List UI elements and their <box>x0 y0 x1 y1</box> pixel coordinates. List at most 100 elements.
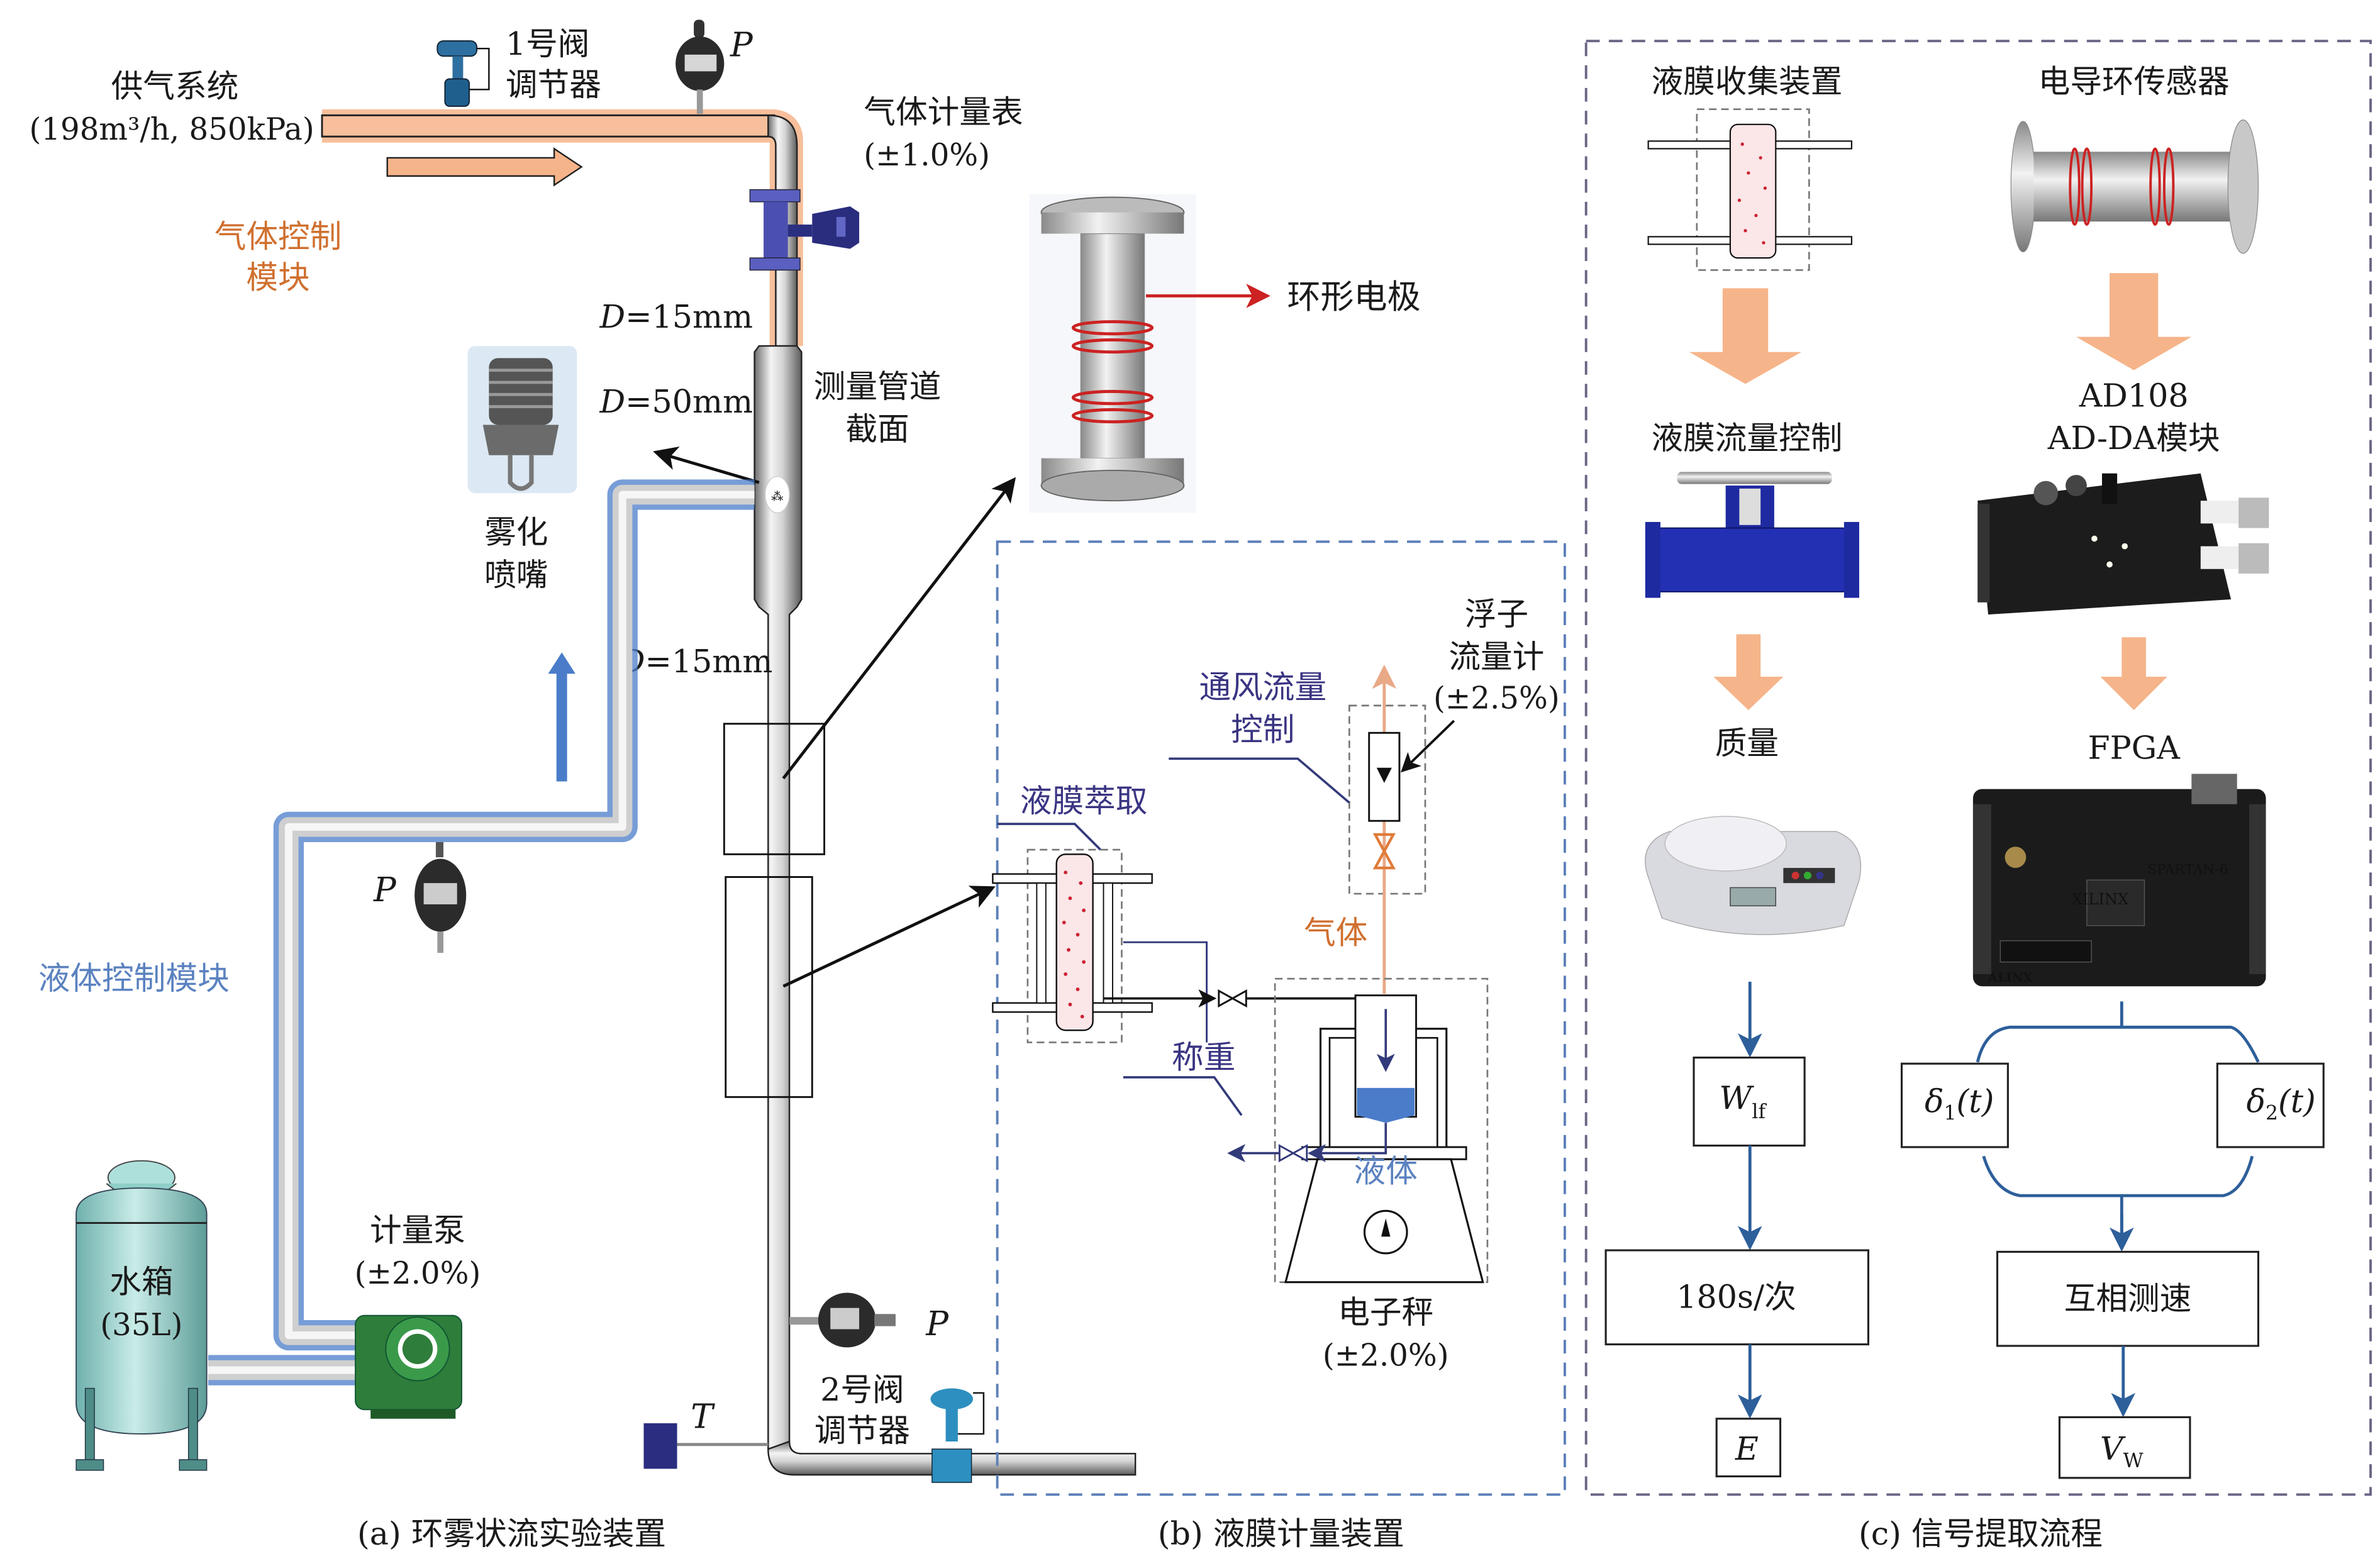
panel-c-caption: (c) 信号提取流程 <box>1859 1515 2103 1552</box>
extraction-section-box <box>725 876 813 1098</box>
spray-icon: ⁂ <box>771 489 783 504</box>
panel-b-film-metering: 浮子 流量计 (±2.5%) 通风流量 控制 液膜萃取 称重 <box>992 540 1566 1552</box>
down-arrow-small-right-icon <box>2100 637 2167 711</box>
delta1-sub: 1 <box>1944 1102 1957 1125</box>
metering-pump-label-line1: 计量泵 <box>370 1212 465 1249</box>
float-indicator-icon <box>1376 767 1392 783</box>
diameter-top-value: =15mm <box>625 298 753 335</box>
gas-module-label-line1: 气体控制 <box>214 218 342 255</box>
scale-label-line1: 电子秤 <box>1338 1294 1433 1331</box>
metering-pump-label-line2: (±2.0%) <box>355 1256 481 1291</box>
diameter-low-value: =15mm <box>645 643 772 680</box>
split-bracket <box>1976 1001 2260 1063</box>
e-label: E <box>1735 1430 1759 1467</box>
measure-section-label-line1: 测量管道 <box>814 368 942 405</box>
panel-a-experimental-setup: 1号阀 调节器 P 供气系统 (198m³/h, 850kPa) 气体控制 模块… <box>30 19 1421 1552</box>
float-meter-label-line2: 流量计 <box>1449 638 1544 675</box>
sensor-section-box <box>723 723 826 855</box>
wlf-box <box>1693 1057 1806 1147</box>
gas-supply-label-line1: 供气系统 <box>111 67 239 104</box>
delta1-label: δ1(t) <box>1925 1082 1994 1125</box>
float-meter-pointer <box>1400 719 1455 773</box>
delta2-box <box>2216 1062 2325 1148</box>
gas-module-label-line2: 模块 <box>246 258 309 296</box>
nozzle-pointer-arrow <box>653 446 760 484</box>
film-collector-title: 液膜收集装置 <box>1651 63 1842 100</box>
float-meter-group-box <box>1348 704 1426 895</box>
measure-section-label-line2: 截面 <box>845 411 909 448</box>
gas-meter-icon <box>749 189 860 271</box>
pressure-gauge-bottom-icon <box>789 1292 896 1348</box>
water-tank-label-line2: (35L) <box>100 1308 182 1343</box>
gas-meter-label-line2: (±1.0%) <box>864 138 990 173</box>
film-extract-group-box <box>1026 848 1123 1043</box>
wlf-label: Wlf <box>1719 1080 1767 1123</box>
e-box <box>1715 1418 1782 1478</box>
metering-pump-icon <box>355 1314 462 1419</box>
vw-sub: W <box>2123 1450 2144 1472</box>
weigh-label: 称重 <box>1172 1038 1235 1075</box>
weigh-leader <box>1123 1076 1243 1116</box>
valve-1-label-line1: 1号阀 <box>506 25 590 62</box>
panel-b-caption: (b) 液膜计量装置 <box>1158 1515 1404 1552</box>
cross-correlation-box <box>1996 1250 2260 1347</box>
merge-bracket <box>1982 1155 2254 1248</box>
vw-box <box>2058 1416 2191 1479</box>
ring-electrode-label: 环形电极 <box>1287 277 1420 316</box>
float-meter-label-line1: 浮子 <box>1465 596 1528 633</box>
nozzle-inlet-icon <box>764 475 790 514</box>
down-arrow-large-left-icon <box>1689 288 1802 384</box>
pressure-gauge-mid-icon <box>414 842 467 953</box>
panel-c-signal-flow: 液膜收集装置 液膜流量控制 质量 <box>1584 40 2372 1552</box>
vw-var: V <box>2100 1430 2126 1467</box>
float-meter-label-line3: (±2.5%) <box>1433 681 1560 716</box>
pressure-label-mid: P <box>373 870 397 909</box>
film-valve-icon <box>1218 989 1247 1008</box>
extraction-pointer-arrow <box>782 886 996 988</box>
delta1-box <box>1900 1062 2009 1148</box>
electronic-scale-image <box>1645 816 1862 935</box>
valve-1-label-line2: 调节器 <box>506 66 601 103</box>
interval-box <box>1604 1249 1870 1346</box>
film-extract-leader <box>997 823 1101 851</box>
vent-valve-icon <box>1372 833 1396 870</box>
ring-electrode-sensor-image <box>1029 194 1196 513</box>
diameter-mid-label: D=50mm <box>599 383 753 420</box>
cross-correlation-label: 互相测速 <box>2064 1280 2192 1317</box>
pressure-gauge-icon <box>676 19 725 114</box>
gas-flow-arrow-icon <box>386 147 583 187</box>
gas-label: 气体 <box>1304 914 1367 952</box>
fpga-board-image <box>1972 774 2266 987</box>
diameter-low-label: D=15mm <box>619 643 773 680</box>
delta1-arg: (t) <box>1956 1082 1994 1119</box>
collector-and-scale-icon <box>1284 994 1484 1284</box>
liquid-pipe-shine <box>208 491 755 1374</box>
film-extraction-device-icon <box>992 853 1153 1031</box>
atomizing-nozzle-image <box>467 346 577 494</box>
gas-supply-label-line2: (198m³/h, 850kPa) <box>30 112 314 147</box>
gas-meter-label-line1: 气体计量表 <box>864 93 1023 130</box>
conductance-sensor-title: 电导环传感器 <box>2038 63 2230 100</box>
vent-control-label-line2: 控制 <box>1231 711 1294 748</box>
panel-b-border <box>996 540 1566 1496</box>
valve-2-label-line2: 调节器 <box>815 1412 910 1449</box>
diameter-mid-var: D <box>599 383 625 420</box>
liquid-drain-line <box>1307 1123 1387 1163</box>
ad-da-module-image <box>1977 473 2269 615</box>
flow-control-valve-icon <box>1645 472 1859 598</box>
film-collector-icon <box>1647 108 1852 271</box>
fpga-label: FPGA <box>2088 729 2181 766</box>
sensor-pointer-arrow <box>782 477 1016 780</box>
delta2-arg: (t) <box>2278 1082 2316 1119</box>
fpga-brand-text: XILINX <box>2072 891 2129 908</box>
delta2-label: δ2(t) <box>2247 1082 2316 1125</box>
diameter-top-var: D <box>599 298 625 335</box>
delta1-var: δ <box>1925 1082 1944 1119</box>
pressure-label-bottom: P <box>925 1304 949 1343</box>
diameter-top-label: D=15mm <box>599 298 753 335</box>
fpga-chip-text: SPARTAN-6 <box>2147 862 2228 878</box>
down-arrow-large-right-icon <box>2076 273 2192 370</box>
adc-label-line2: AD-DA模块 <box>2047 419 2220 457</box>
